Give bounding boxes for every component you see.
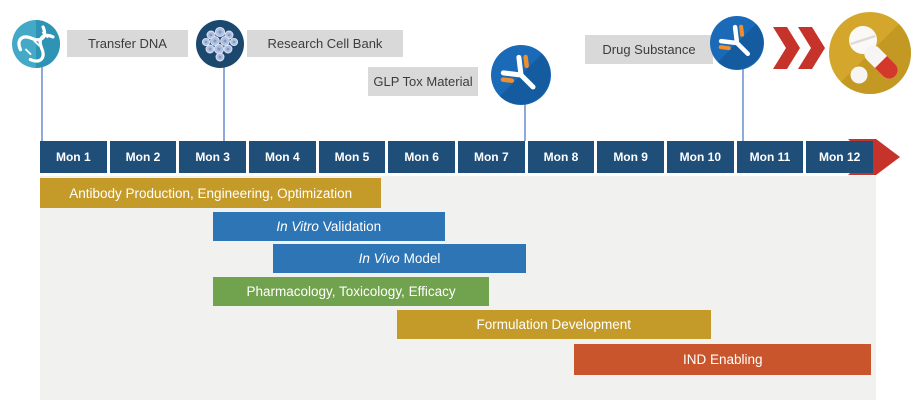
milestone-label: GLP Tox Material <box>373 74 473 89</box>
antibody-icon <box>710 16 764 75</box>
month-cell-7: Mon 7 <box>458 141 525 173</box>
month-cell-6: Mon 6 <box>388 141 455 173</box>
milestone-tag: GLP Tox Material <box>368 67 478 96</box>
gantt-bar-pharmacology-toxicology-efficacy: Pharmacology, Toxicology, Efficacy <box>212 277 490 306</box>
month-cell-4: Mon 4 <box>249 141 316 173</box>
month-cell-11: Mon 11 <box>736 141 804 173</box>
month-cell-1: Mon 1 <box>40 141 107 173</box>
month-cell-8: Mon 8 <box>527 141 595 173</box>
milestone-label: Transfer DNA <box>88 36 167 51</box>
milestone-tag: Drug Substance <box>585 35 713 64</box>
month-cell-12: Mon 12 <box>806 141 873 173</box>
dna-icon <box>12 20 60 73</box>
month-cell-3: Mon 3 <box>179 141 246 173</box>
month-cell-10: Mon 10 <box>667 141 734 173</box>
connector-line <box>742 68 744 141</box>
month-cell-5: Mon 5 <box>318 141 386 173</box>
connector-line <box>524 103 526 141</box>
gantt-panel: Antibody Production, Engineering, Optimi… <box>40 176 876 400</box>
month-cell-2: Mon 2 <box>109 141 177 173</box>
milestone-tag: Transfer DNA <box>67 30 188 57</box>
month-cell-9: Mon 9 <box>597 141 664 173</box>
antibody-icon <box>491 45 551 110</box>
cell-bank-icon <box>196 20 244 73</box>
milestone-label: Drug Substance <box>602 42 696 57</box>
gantt-bar-formulation-development: Formulation Development <box>396 310 711 339</box>
milestone-label: Research Cell Bank <box>267 36 383 51</box>
gantt-bar-antibody-production: Antibody Production, Engineering, Optimi… <box>40 178 382 208</box>
double-chevron-right-icon <box>772 27 826 74</box>
connector-line <box>223 66 225 141</box>
connector-line <box>41 66 43 141</box>
gantt-bar-ind-enabling: IND Enabling <box>574 344 872 375</box>
pills-icon <box>829 12 912 99</box>
milestone-tag: Research Cell Bank <box>247 30 403 57</box>
